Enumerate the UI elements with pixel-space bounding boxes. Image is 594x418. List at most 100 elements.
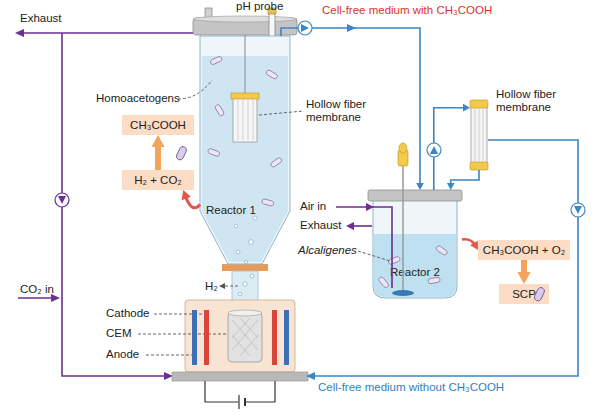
electrolysis-cell-part xyxy=(185,300,295,372)
leader-lines-part xyxy=(146,355,192,356)
electrodes-part xyxy=(232,318,258,356)
reactor-flange xyxy=(222,264,268,301)
bacteria-cells-part xyxy=(428,277,441,284)
reactor2-fittings-part xyxy=(352,225,372,227)
connector-line xyxy=(462,239,475,245)
flow-connector xyxy=(434,104,470,190)
pumps-part xyxy=(301,24,309,32)
pumps-part xyxy=(574,206,582,214)
flow-connector xyxy=(281,28,424,190)
reactor2-fittings-part xyxy=(366,203,374,211)
connector-line xyxy=(185,196,200,208)
gas-bubbles xyxy=(234,216,257,296)
reactor-lid-part xyxy=(193,16,297,22)
node-text: H₂ + CO₂ xyxy=(134,174,182,187)
shape-part xyxy=(202,56,288,262)
bacteria-cells-part xyxy=(265,69,278,79)
permeate-line-part xyxy=(306,372,315,380)
shape-part xyxy=(373,200,457,298)
electrodes-part xyxy=(272,310,277,365)
electrolysis-cell-part xyxy=(172,372,308,381)
gas-label: H₂ xyxy=(205,280,218,293)
shape-part xyxy=(471,107,487,163)
membrane-outline xyxy=(470,100,488,170)
bacteria-icons-part xyxy=(175,145,187,161)
shape-part xyxy=(470,100,488,108)
electrodes xyxy=(192,310,289,365)
flow-connector xyxy=(151,135,164,170)
electrodes-part xyxy=(228,312,262,362)
pumps-part xyxy=(58,196,66,204)
inner-membrane-part xyxy=(244,35,245,93)
leader-lines-part xyxy=(223,286,238,287)
bacteria-cells xyxy=(207,56,448,289)
pumps-part xyxy=(298,21,312,35)
substrate-box: H₂ + CO₂ xyxy=(122,170,194,190)
leader-lines-part xyxy=(259,111,304,115)
power-supply-part xyxy=(205,381,238,402)
connector-line xyxy=(155,143,161,170)
inner-membrane-part xyxy=(238,100,253,140)
node-text: CH₃COOH + O₂ xyxy=(483,244,565,257)
flow-connector xyxy=(447,170,479,190)
reactor-lid-part xyxy=(193,18,297,35)
gas-arrowheads-part xyxy=(15,29,24,37)
h2-arrowhead xyxy=(219,283,225,289)
leader-lines-part xyxy=(138,334,228,335)
power-supply xyxy=(205,381,275,409)
inlet-label: CO₂ in xyxy=(20,283,54,296)
gas-recycle-line-part xyxy=(62,33,170,376)
bacteria-icons xyxy=(175,145,545,302)
electrolysis-cell xyxy=(172,300,308,381)
node-text: CH₃COOH xyxy=(130,119,186,132)
outlet-label: Exhaust xyxy=(20,12,62,25)
bacteria-icons-part xyxy=(533,286,545,302)
bacteria-cells-part xyxy=(210,56,223,66)
gas-recycle-line-part xyxy=(22,32,193,34)
node-text: Reactor 2 xyxy=(368,266,462,279)
gas-bubbles-part xyxy=(234,224,238,228)
arrowhead xyxy=(416,183,424,190)
node-text: Reactor 1 xyxy=(206,204,256,217)
electrodes-part xyxy=(228,310,262,316)
gas-recycle-line xyxy=(18,33,193,376)
reactor2-fittings-part xyxy=(399,143,407,153)
outlet-label: Exhaust xyxy=(300,219,342,232)
arrowhead xyxy=(463,104,470,112)
arrowhead xyxy=(182,190,191,200)
reactor-lid xyxy=(193,8,297,35)
shape-part xyxy=(368,190,462,201)
node-text: SCP xyxy=(512,288,536,301)
permeate-line-part xyxy=(312,140,578,376)
bacteria-cells-part xyxy=(207,148,220,157)
pumps xyxy=(55,21,585,217)
inner-membrane-part xyxy=(233,98,257,142)
part-label: CEM xyxy=(106,327,132,340)
leader-lines-part xyxy=(154,314,204,315)
part-label: Cathode xyxy=(106,307,149,320)
reactor2-fittings xyxy=(336,143,414,296)
permeate-line xyxy=(306,140,578,380)
leader-lines-part xyxy=(358,251,390,261)
gas-arrowheads-part xyxy=(164,372,173,380)
pumps-part xyxy=(55,193,69,207)
power-supply-part xyxy=(244,398,246,406)
organism-label: Homoacetogens xyxy=(96,92,180,105)
bacteria-cells-part xyxy=(378,276,390,288)
bacteria-cells-part xyxy=(435,245,448,256)
arrowhead xyxy=(151,135,164,147)
bacteria-cells-part xyxy=(261,199,274,207)
reactor-lid-part xyxy=(205,8,212,20)
product-box: CH₃COOH xyxy=(122,115,194,135)
shape-part xyxy=(200,36,290,264)
connector-line xyxy=(281,28,420,185)
arrowhead xyxy=(470,241,478,250)
reactor2-fittings-part xyxy=(392,290,414,296)
gas-bubbles-part xyxy=(243,282,247,286)
flow-connector xyxy=(517,260,530,284)
flow-connector xyxy=(462,239,478,250)
reactor-vessel: Reactor 1 xyxy=(200,36,290,270)
flow-direction xyxy=(347,24,356,32)
